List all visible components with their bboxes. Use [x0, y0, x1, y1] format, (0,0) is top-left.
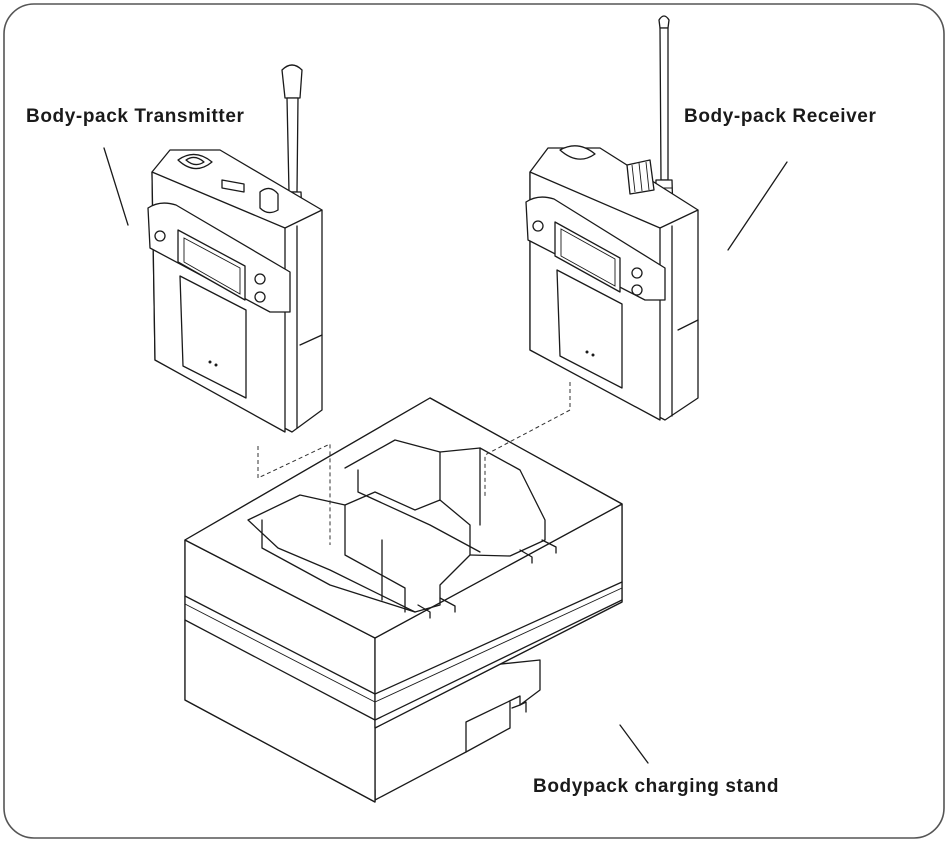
callout-transmitter: Body-pack Transmitter	[26, 106, 245, 127]
guide-line-receiver	[484, 382, 571, 498]
leader-line-transmitter	[103, 147, 129, 226]
guide-line-transmitter	[257, 443, 331, 545]
leader-line-stand	[619, 724, 649, 764]
frame-border	[3, 3, 945, 839]
charging-stand-illustration	[184, 397, 623, 803]
leader-line-receiver	[727, 161, 788, 251]
callout-receiver: Body-pack Receiver	[684, 106, 877, 127]
bodypack-receiver-illustration	[525, 15, 699, 421]
callout-charging-stand: Bodypack charging stand	[533, 776, 780, 797]
bodypack-transmitter-illustration	[147, 64, 323, 433]
